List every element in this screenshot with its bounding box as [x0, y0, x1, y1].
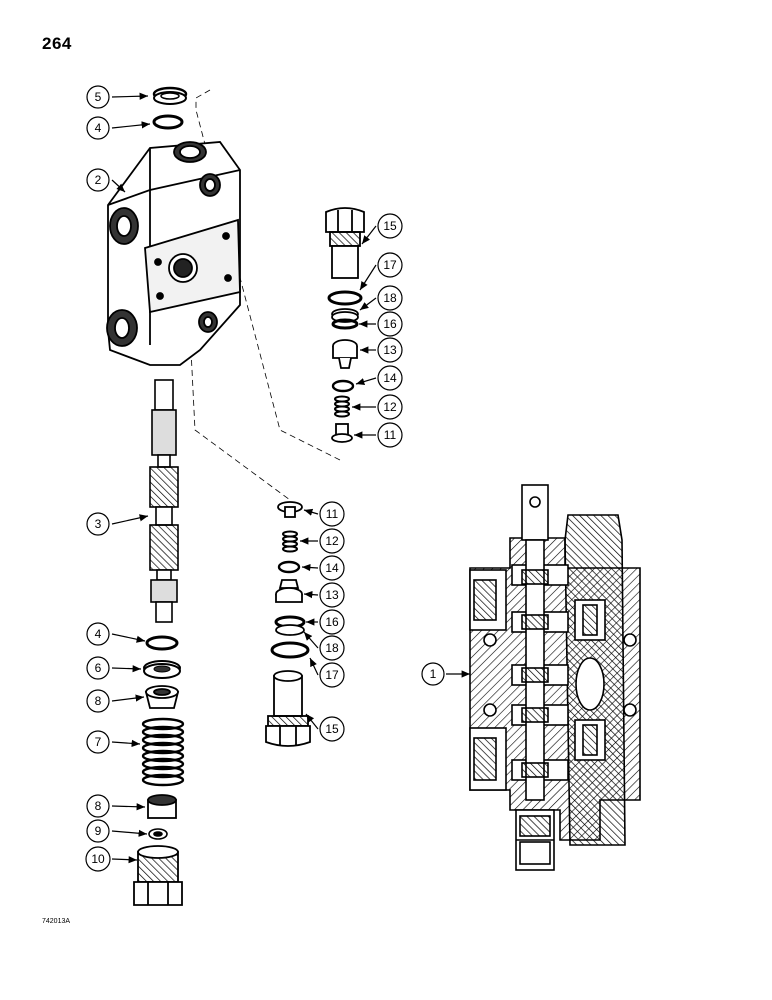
part-18-backup-ring-lower [275, 624, 305, 636]
callout-6: 6 [95, 661, 102, 675]
callout-11-upper: 11 [384, 428, 397, 442]
callout-4-top: 4 [95, 121, 102, 135]
part-4-o-ring-lower [145, 635, 179, 651]
callout-3: 3 [95, 517, 102, 531]
part-15-plug-upper [325, 207, 365, 279]
part-1-valve-cross-section [469, 484, 641, 871]
part-14-o-ring-upper [331, 379, 355, 393]
part-4-o-ring-top [152, 114, 184, 130]
part-7-spring [141, 717, 185, 787]
callout-15-lower: 15 [325, 722, 339, 736]
figure-code: 742013A [42, 918, 71, 925]
callouts [85, 85, 470, 872]
part-9-retainer [148, 828, 168, 840]
part-2-valve-housing [106, 141, 241, 366]
callout-14-lower: 14 [325, 561, 339, 575]
part-11-poppet-stem-upper [331, 423, 353, 443]
part-13-poppet-upper [332, 339, 358, 369]
callout-18-lower: 18 [325, 641, 339, 655]
part-6-washer [143, 660, 181, 679]
callout-18-upper: 18 [383, 291, 397, 305]
callout-5: 5 [95, 90, 102, 104]
callout-1: 1 [430, 667, 437, 681]
callout-16-upper: 16 [383, 317, 397, 331]
callout-12-lower: 12 [325, 534, 339, 548]
part-13-poppet-lower [275, 579, 303, 603]
callout-13-upper: 13 [383, 343, 397, 357]
part-15-plug-lower [265, 670, 311, 747]
page-number: 264 [42, 34, 72, 53]
callout-10: 10 [91, 852, 105, 866]
callout-8-upper: 8 [95, 694, 102, 708]
callout-4-lower: 4 [95, 627, 102, 641]
part-8-spring-seat-lower [147, 794, 177, 819]
callout-8-lower: 8 [95, 799, 102, 813]
callout-2: 2 [95, 173, 102, 187]
part-10-end-cap [133, 845, 183, 906]
callout-labels: 5 4 2 3 4 6 8 7 8 9 10 15 17 18 16 13 14… [91, 90, 436, 866]
part-17-o-ring-lower [270, 641, 310, 659]
callout-14-upper: 14 [383, 371, 397, 385]
part-14-o-ring-lower [277, 560, 301, 574]
part-3-spool [149, 379, 179, 623]
part-5-seal [152, 86, 188, 105]
callout-17-upper: 17 [383, 258, 397, 272]
part-16-o-ring-upper [331, 318, 359, 330]
assembly-guide-lines [189, 89, 341, 501]
callout-12-upper: 12 [383, 400, 397, 414]
callout-11-lower: 11 [326, 507, 339, 521]
callout-16-lower: 16 [325, 615, 339, 629]
part-11-poppet-stem-lower [277, 501, 303, 518]
callout-7: 7 [95, 735, 102, 749]
callout-9: 9 [95, 824, 102, 838]
part-8-spring-seat-upper [144, 685, 180, 709]
part-12-spring-upper [334, 395, 350, 418]
part-17-o-ring-upper [327, 290, 363, 306]
callout-17-lower: 17 [325, 668, 339, 682]
callout-15-upper: 15 [383, 219, 397, 233]
callout-13-lower: 13 [325, 588, 339, 602]
part-12-spring-lower [282, 530, 298, 553]
